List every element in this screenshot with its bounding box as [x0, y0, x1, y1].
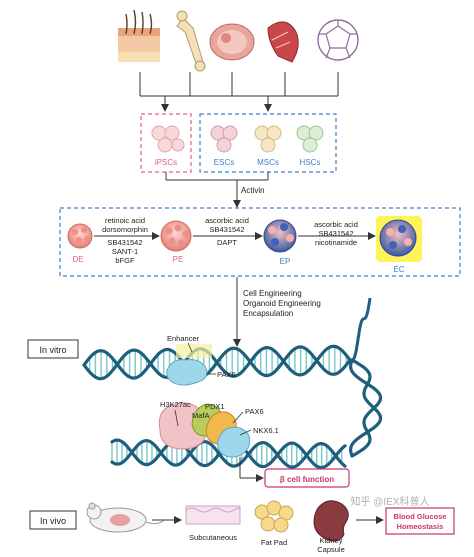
- in-vitro-label: In vitro: [39, 345, 66, 355]
- in-vivo-label: In vivo: [40, 516, 66, 526]
- subcutaneous-label: Subcutaneous: [189, 533, 237, 542]
- factor-text: SB431542: [318, 229, 353, 238]
- kidney-label-2: Capsule: [317, 545, 345, 554]
- pax6-label: PAX6: [245, 407, 264, 416]
- embryo-icon: [209, 23, 255, 61]
- factor-text: ascorbic acid: [314, 220, 358, 229]
- ec-cell: [376, 216, 422, 262]
- factors-pe-to-ep: ascorbic acid SB431542 DAPT: [205, 216, 249, 247]
- blood-glucose-label-1: Blood Glucose: [394, 512, 447, 521]
- protein-complex: [158, 402, 251, 458]
- muscle-icon: [267, 21, 299, 63]
- pe-label: PE: [173, 255, 184, 264]
- bone-icon: [176, 10, 206, 72]
- engineering-text: Cell Engineering: [243, 289, 302, 298]
- enhancer-label: Enhancer: [167, 334, 200, 343]
- msc-cell-cluster: [254, 125, 282, 153]
- beta-cell-function-label: β cell function: [280, 475, 334, 484]
- mafa-label: MafA: [192, 411, 210, 420]
- factor-text: SANT-1: [112, 247, 138, 256]
- esc-cell-cluster: [210, 125, 238, 153]
- beta-cell-function-box: [264, 468, 350, 488]
- mouse-icon: [86, 502, 165, 533]
- h3k27ac-label: H3K27ac: [160, 400, 191, 409]
- fat-pad-icon: [254, 500, 294, 533]
- de-cell: [67, 223, 93, 249]
- ipsc-label: iPSCs: [155, 158, 177, 167]
- factor-text: SB431542: [209, 225, 244, 234]
- esc-label: ESCs: [214, 158, 234, 167]
- factor-text: DAPT: [217, 238, 237, 247]
- hsc-cell-cluster: [296, 125, 324, 153]
- engineering-text: Encapsulation: [243, 309, 293, 318]
- de-label: DE: [72, 255, 83, 264]
- differentiation-box: [59, 207, 461, 277]
- watermark: 知乎 @IEX科普人: [350, 495, 429, 508]
- nkx61-label: NKX6.1: [253, 426, 279, 435]
- factors-ep-to-ec: ascorbic acid SB431542 nicotinamide: [314, 220, 358, 247]
- msc-label: MSCs: [257, 158, 279, 167]
- scaffold-icon: [317, 19, 359, 61]
- blood-glucose-box: [385, 507, 455, 535]
- kidney-icon: [313, 500, 349, 542]
- dna-tail: [351, 297, 372, 362]
- factor-text: retinoic acid: [105, 216, 145, 225]
- pdx1-label: PDX1: [205, 402, 225, 411]
- factor-text: nicotinamide: [315, 238, 357, 247]
- factor-text: ascorbic acid: [205, 216, 249, 225]
- enhancer-region: [176, 344, 212, 358]
- factor-text: bFGF: [115, 256, 135, 265]
- source-icons: [118, 9, 359, 72]
- activin-label: Activin: [241, 186, 265, 195]
- subcutaneous-icon: [185, 505, 241, 525]
- ipsc-cell-cluster: [151, 125, 185, 153]
- pax6-top-label: PAX6: [217, 370, 236, 379]
- factors-de-to-pe: retinoic acid dorsomorphin SB431542 SANT…: [102, 216, 148, 265]
- hsc-label: HSCs: [300, 158, 321, 167]
- engineering-text: Organoid Engineering: [243, 299, 321, 308]
- activin-connectors: [165, 172, 269, 208]
- fat-pad-label: Fat Pad: [261, 538, 287, 547]
- ec-label: EC: [393, 265, 404, 274]
- in-vitro-box: [27, 339, 79, 359]
- kidney-label-1: Kidney: [320, 536, 343, 545]
- enhancer-pointer: [187, 342, 193, 353]
- factor-text: SB431542: [107, 238, 142, 247]
- in-vivo-box: [29, 510, 77, 530]
- blood-glucose-label-2: Homeostasis: [397, 522, 444, 531]
- ep-label: EP: [280, 257, 291, 266]
- ep-cell: [263, 219, 297, 253]
- pe-cell: [160, 220, 192, 252]
- skin-icon: [118, 9, 160, 62]
- pax6-protein-top: [166, 359, 208, 386]
- factor-text: dorsomorphin: [102, 225, 148, 234]
- source-connectors: [139, 72, 339, 112]
